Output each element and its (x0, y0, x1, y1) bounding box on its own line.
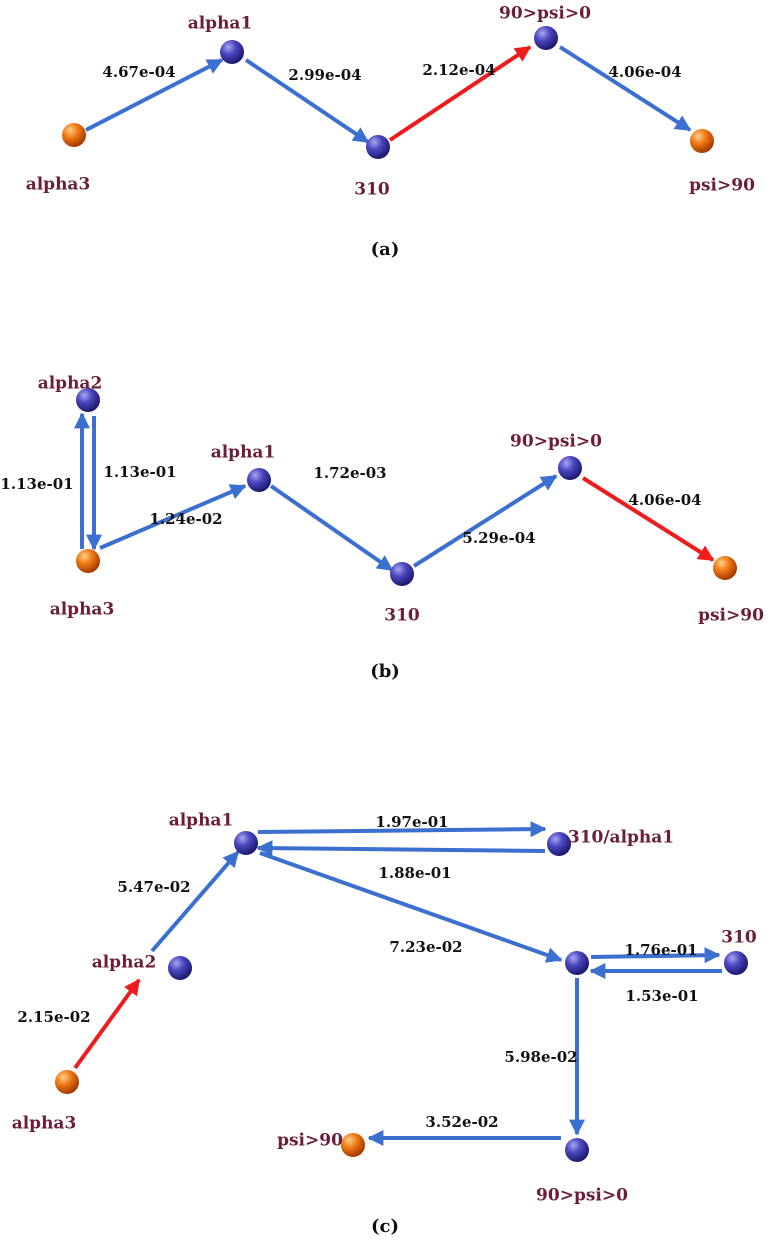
panel-caption-b: (b) (370, 661, 400, 682)
node-c-310 (724, 951, 748, 975)
edge-label-b-5: 4.06e-04 (628, 491, 701, 509)
node-b-310 (390, 562, 414, 586)
node-b-psi0 (558, 456, 582, 480)
edge-label-a-1: 2.99e-04 (288, 66, 361, 84)
node-c-psi0 (565, 1138, 589, 1162)
node-b-alpha2 (76, 388, 100, 412)
node-label-c-310: 310 (721, 928, 757, 948)
node-a-310 (366, 135, 390, 159)
edge-arrow-c-alpha1-to-310alpha1 (257, 821, 547, 838)
node-label-b-alpha3: alpha3 (50, 600, 115, 620)
edge-label-b-0: 1.13e-01 (0, 475, 73, 493)
edge-label-c-3: 7.23e-02 (389, 938, 462, 956)
node-c-alpha2 (168, 956, 192, 980)
edge-arrow-b-psi0-to-psi90 (581, 476, 715, 562)
node-label-a-310: 310 (354, 180, 390, 200)
edge-arrow-c-mid-to-310 (590, 947, 721, 964)
node-label-c-310alpha1: 310/alpha1 (568, 828, 674, 848)
edge-arrow-a-alpha1-to-310 (244, 58, 370, 144)
edge-label-c-4: 1.76e-01 (624, 941, 697, 959)
edge-arrow-b-alpha1-to-310 (269, 484, 394, 572)
node-b-alpha3 (76, 549, 100, 573)
edge-label-c-2: 5.47e-02 (117, 878, 190, 896)
edge-label-a-2: 2.12e-04 (422, 61, 495, 79)
edge-arrow-a-310-to-psi0 (388, 45, 532, 142)
node-label-a-alpha3: alpha3 (26, 175, 91, 195)
node-label-b-alpha1: alpha1 (211, 443, 276, 463)
edge-label-c-8: 3.52e-02 (425, 1113, 498, 1131)
node-c-psi90 (341, 1133, 365, 1157)
node-label-b-alpha2: alpha2 (38, 374, 103, 394)
edge-label-b-1: 1.13e-01 (103, 463, 176, 481)
node-label-a-psi90: psi>90 (689, 176, 755, 196)
node-label-b-psi90: psi>90 (698, 606, 764, 626)
edge-label-c-0: 1.97e-01 (375, 813, 448, 831)
edge-label-b-2: 1.24e-02 (149, 510, 222, 528)
node-c-mid (565, 951, 589, 975)
node-label-a-psi0: 90>psi>0 (499, 4, 591, 24)
edge-label-a-3: 4.06e-04 (608, 63, 681, 81)
node-label-c-alpha3: alpha3 (12, 1114, 77, 1134)
edge-arrow-b-alpha3-to-alpha1 (99, 484, 247, 550)
edge-label-a-0: 4.67e-04 (102, 63, 175, 81)
edge-arrow-c-alpha1-to-mid (259, 851, 563, 963)
node-c-alpha1 (234, 831, 258, 855)
edge-arrow-c-310alpha1-to-alpha1 (256, 840, 546, 857)
edge-arrow-b-310-to-psi0 (412, 474, 558, 568)
panel-caption-a: (a) (371, 239, 400, 260)
node-a-alpha1 (220, 40, 244, 64)
node-a-alpha3 (62, 123, 86, 147)
node-c-alpha3 (55, 1070, 79, 1094)
node-label-a-alpha1: alpha1 (188, 14, 253, 34)
node-label-c-psi0: 90>psi>0 (536, 1186, 628, 1206)
node-a-psi90 (690, 129, 714, 153)
node-label-b-310: 310 (384, 606, 420, 626)
node-label-b-psi0: 90>psi>0 (510, 432, 602, 452)
edge-arrow-c-alpha2-to-alpha1 (150, 850, 240, 953)
edge-label-c-5: 1.53e-01 (625, 987, 698, 1005)
edge-label-b-3: 1.72e-03 (313, 464, 386, 482)
node-b-psi90 (713, 556, 737, 580)
edge-label-b-4: 5.29e-04 (462, 529, 535, 547)
node-b-alpha1 (247, 468, 271, 492)
edge-label-c-6: 2.15e-02 (17, 1008, 90, 1026)
panel-caption-c: (c) (371, 1216, 399, 1237)
node-label-c-alpha2: alpha2 (92, 953, 157, 973)
edge-arrow-a-alpha3-to-alpha1 (85, 58, 224, 132)
node-label-c-psi90: psi>90 (277, 1131, 343, 1151)
node-a-psi0 (534, 26, 558, 50)
edge-label-c-1: 1.88e-01 (378, 864, 451, 882)
node-label-c-alpha1: alpha1 (169, 811, 234, 831)
edge-label-c-7: 5.98e-02 (504, 1048, 577, 1066)
node-c-310alpha1 (547, 832, 571, 856)
edge-arrow-a-psi0-to-psi90 (558, 45, 692, 132)
edge-arrow-c-alpha3-to-alpha2 (73, 978, 141, 1070)
